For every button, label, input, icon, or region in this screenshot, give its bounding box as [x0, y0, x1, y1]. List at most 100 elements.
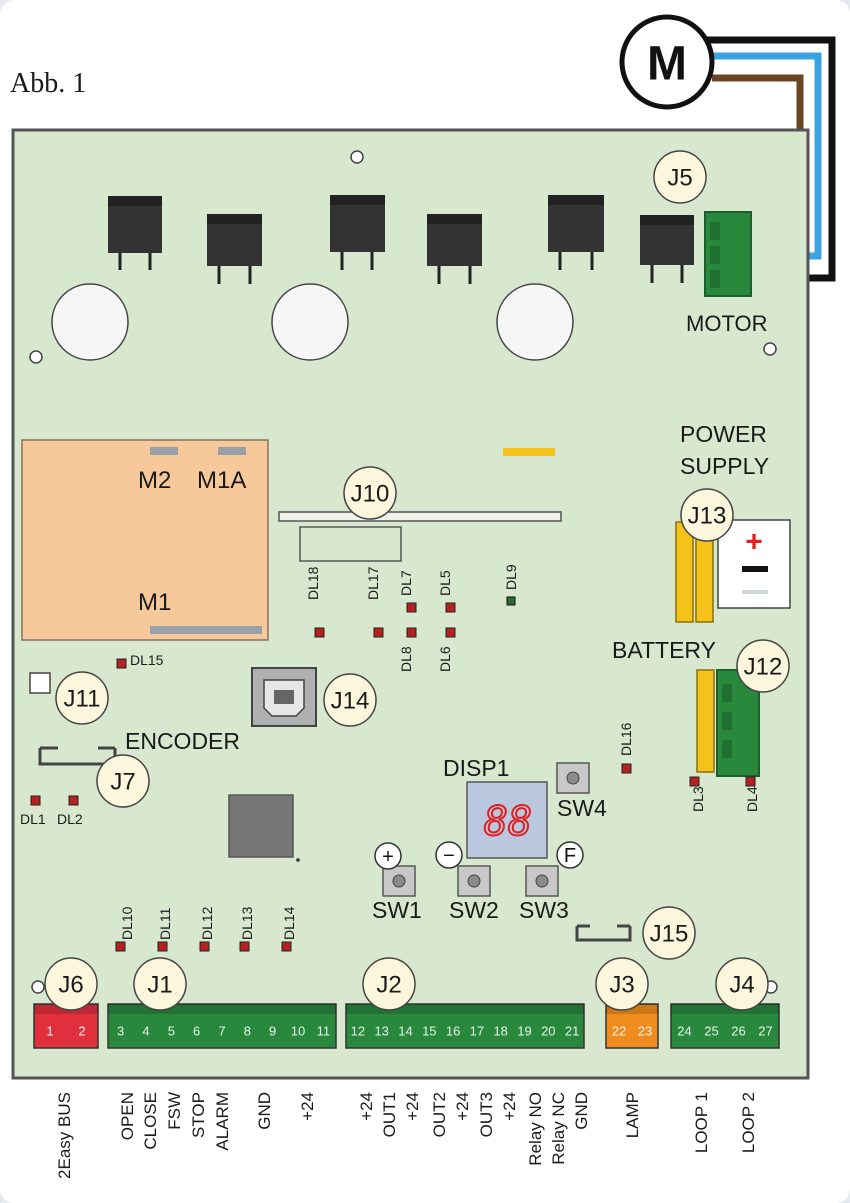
- jumper-yellow: [503, 448, 555, 456]
- j10-connector-bar[interactable]: [278, 511, 562, 522]
- sw4-button[interactable]: SW4: [556, 762, 607, 821]
- terminal-function-relay_nc: Relay NC: [549, 1092, 568, 1165]
- connector-j15-marker: J15: [642, 906, 696, 960]
- terminal-pin-number: 1: [46, 1024, 53, 1039]
- led-dl17: DL17: [365, 566, 384, 638]
- terminal-pin-number: 5: [168, 1024, 175, 1039]
- terminal-function-stop: STOP: [189, 1092, 208, 1138]
- terminal-function-close: CLOSE: [141, 1092, 160, 1150]
- power-transistors: [108, 195, 694, 284]
- connector-j7-marker: J7: [96, 754, 150, 808]
- sw2-button[interactable]: SW2: [449, 865, 499, 923]
- terminal-function-easy_bus: 2Easy BUS: [55, 1092, 74, 1179]
- terminal-function-p24_1: +24: [298, 1092, 317, 1121]
- led-label: DL17: [365, 566, 381, 600]
- terminal-function-p24_5: +24: [500, 1092, 519, 1121]
- connector-j6-marker: J6: [44, 957, 98, 1011]
- terminal-pin-number: 3: [117, 1024, 124, 1039]
- led-dl16: DL16: [618, 722, 634, 774]
- led-dl10: DL10: [115, 906, 135, 952]
- button-symbol-text: −: [443, 845, 455, 867]
- sw1-button[interactable]: SW1: [372, 865, 422, 923]
- encoder-label: ENCODER: [125, 728, 240, 754]
- led-dl6: DL6: [437, 627, 456, 672]
- sw4-label: SW4: [557, 795, 607, 821]
- terminal-pin-number: 20: [541, 1024, 555, 1039]
- led-dl4: DL4: [744, 776, 760, 812]
- connector-label: J1: [147, 972, 172, 999]
- terminal-pin-number: 17: [470, 1024, 484, 1039]
- disp1-display: 88: [466, 781, 548, 859]
- led-dl14: DL14: [281, 906, 297, 952]
- terminal-pin-number: 21: [565, 1024, 579, 1039]
- led-dl2: DL2: [57, 795, 83, 827]
- led-label: DL13: [239, 906, 255, 940]
- module-m1-label: M1: [138, 589, 171, 616]
- connector-label: J14: [331, 688, 370, 715]
- sw2-label: SW2: [449, 897, 499, 923]
- connector-j5-marker: J5: [653, 150, 707, 204]
- led-label: DL14: [281, 906, 297, 940]
- capacitors: [51, 283, 574, 361]
- connector-label: J6: [58, 972, 83, 999]
- terminal-pin-number: 12: [351, 1024, 365, 1039]
- terminal-pin-number: 14: [398, 1024, 412, 1039]
- led-label: DL6: [437, 646, 453, 672]
- j11-connector[interactable]: [29, 672, 51, 694]
- connector-j11-marker: J11: [55, 671, 109, 725]
- led-label: DL3: [690, 786, 706, 812]
- j5-motor-terminal[interactable]: [704, 211, 752, 297]
- terminal-pin-number: 2: [78, 1024, 85, 1039]
- led-dl15: DL15: [116, 652, 164, 669]
- motor-label: MOTOR: [686, 311, 767, 336]
- terminal-pin-number: 9: [269, 1024, 276, 1039]
- led-label: DL11: [157, 907, 173, 940]
- connector-label: J11: [64, 686, 101, 713]
- led-dl5: DL5: [437, 570, 456, 613]
- connector-j2-marker: J2: [362, 957, 416, 1011]
- battery-label: BATTERY: [612, 637, 716, 663]
- led-label: DL16: [618, 722, 634, 756]
- led-label: DL2: [57, 811, 83, 827]
- terminal-pin-number: 4: [142, 1024, 149, 1039]
- j15-connector[interactable]: [575, 926, 632, 942]
- terminal-pin-number: 18: [493, 1024, 507, 1039]
- connector-label: J10: [351, 481, 390, 508]
- terminal-function-loop2: LOOP 2: [739, 1092, 758, 1153]
- terminal-function-open: OPEN: [118, 1092, 137, 1140]
- j14-usb-port[interactable]: [251, 667, 317, 727]
- button-f-symbol: F: [556, 841, 584, 869]
- terminal-function-relay_no: Relay NO: [526, 1092, 545, 1166]
- terminal-function-gnd1: GND: [255, 1092, 274, 1130]
- j13-power-supply-terminal[interactable]: +: [675, 519, 791, 623]
- terminal-pin-number: 23: [638, 1024, 652, 1039]
- module-m1a-label: M1A: [197, 467, 246, 494]
- led-label: DL4: [744, 786, 760, 812]
- button-plus-symbol: +: [374, 842, 402, 870]
- svg-text:+: +: [745, 526, 763, 559]
- terminal-pin-number: 27: [758, 1024, 772, 1039]
- terminal-pin-number: 10: [291, 1024, 305, 1039]
- connector-label: J12: [744, 654, 783, 681]
- terminal-function-lamp: LAMP: [623, 1092, 642, 1138]
- motor-symbol-letter: M: [647, 38, 687, 91]
- terminal-pin-number: 19: [517, 1024, 531, 1039]
- led-label: DL9: [503, 564, 519, 590]
- connector-j12-marker: J12: [736, 639, 790, 693]
- sw3-button[interactable]: SW3: [519, 865, 569, 923]
- led-dl18: DL18: [305, 566, 325, 638]
- radio-module: [21, 439, 269, 641]
- terminal-function-fsw: FSW: [165, 1092, 184, 1130]
- connector-j13-marker: J13: [680, 488, 734, 542]
- connector-label: J4: [729, 972, 754, 999]
- terminal-pin-number: 11: [317, 1024, 331, 1039]
- led-dl12: DL12: [199, 906, 215, 952]
- terminal-pin-number: 7: [218, 1024, 225, 1039]
